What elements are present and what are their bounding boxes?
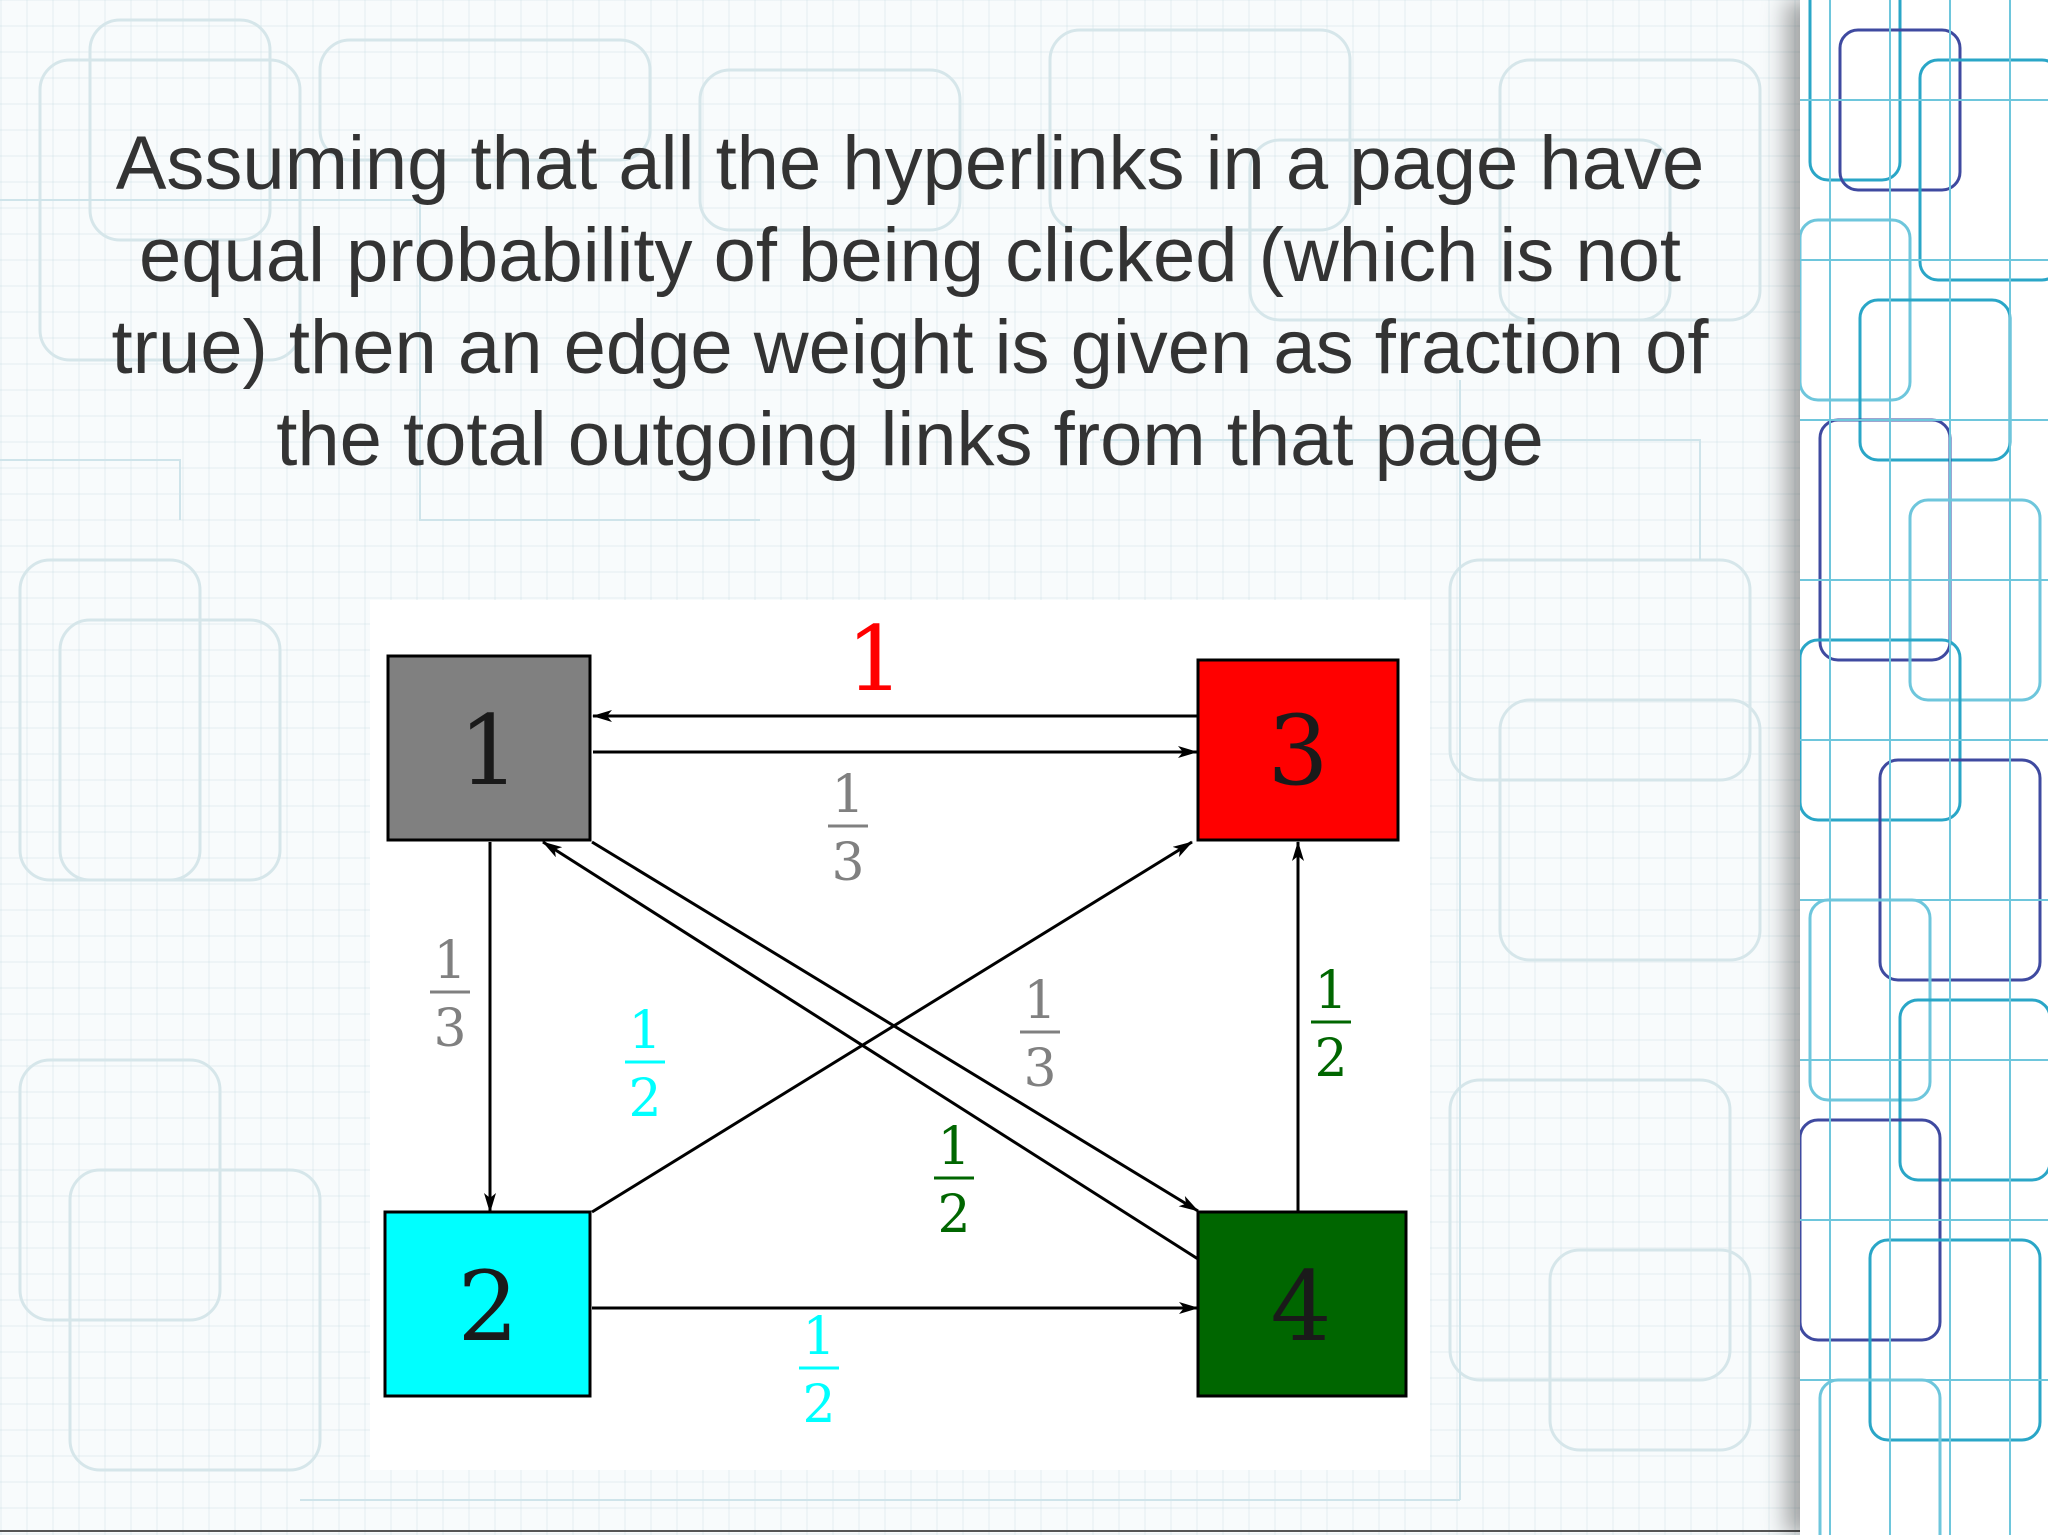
weight-4-to-3-num: 1 bbox=[1314, 961, 1347, 1021]
weight-label-3-to-1: 1 bbox=[846, 607, 903, 712]
weight-1-to-3-den: 3 bbox=[831, 833, 864, 893]
decorative-side-strip bbox=[1800, 0, 2048, 1535]
weight-2-to-4-den: 2 bbox=[802, 1375, 835, 1435]
weight-1-to-3-num: 1 bbox=[831, 765, 864, 825]
node-4-label: 4 bbox=[1270, 1251, 1331, 1363]
node-3: 3 bbox=[1196, 658, 1400, 842]
weight-label-1-to-2: 1 3 bbox=[430, 931, 470, 1059]
edges bbox=[484, 710, 1304, 1314]
node-3-label: 3 bbox=[1267, 695, 1328, 807]
weight-1-to-4-den: 3 bbox=[1023, 1039, 1056, 1099]
node-2: 2 bbox=[383, 1210, 592, 1398]
node-2-label: 2 bbox=[457, 1251, 518, 1363]
weight-label-2-to-3: 1 2 bbox=[625, 1001, 665, 1129]
weight-label-1-to-3: 1 3 bbox=[828, 765, 868, 893]
side-circuit-pattern bbox=[1800, 0, 2048, 1535]
link-weight-graph: 1 2 3 4 1 1 3 1 3 bbox=[383, 607, 1408, 1435]
weight-label-2-to-4: 1 2 bbox=[799, 1307, 839, 1435]
node-4: 4 bbox=[1196, 1210, 1408, 1398]
weight-2-to-3-den: 2 bbox=[628, 1069, 661, 1129]
slide-title: Assuming that all the hyperlinks in a pa… bbox=[111, 121, 1709, 482]
weight-label-4-to-3: 1 2 bbox=[1311, 961, 1351, 1089]
weight-1-to-4-num: 1 bbox=[1023, 971, 1056, 1031]
weight-4-to-1-den: 2 bbox=[937, 1185, 970, 1245]
weight-2-to-4-num: 1 bbox=[802, 1307, 835, 1367]
background-circuit-pattern bbox=[0, 18, 1762, 1501]
node-1: 1 bbox=[386, 654, 592, 842]
bottom-divider bbox=[0, 1530, 1800, 1532]
weight-4-to-3-den: 2 bbox=[1314, 1029, 1347, 1089]
edge-2-to-3 bbox=[591, 840, 1193, 1214]
weight-2-to-3-num: 1 bbox=[628, 1001, 661, 1061]
weight-1-to-2-den: 3 bbox=[433, 999, 466, 1059]
weight-1-to-2-num: 1 bbox=[433, 931, 466, 991]
weight-label-1-to-4: 1 3 bbox=[1020, 971, 1060, 1099]
edge-4-to-1 bbox=[542, 840, 1199, 1261]
diagram-panel: 1 2 3 4 1 1 3 1 3 bbox=[370, 600, 1430, 1470]
node-1-label: 1 bbox=[458, 695, 519, 807]
weight-4-to-1-num: 1 bbox=[937, 1117, 970, 1177]
weight-label-4-to-1: 1 2 bbox=[934, 1117, 974, 1245]
